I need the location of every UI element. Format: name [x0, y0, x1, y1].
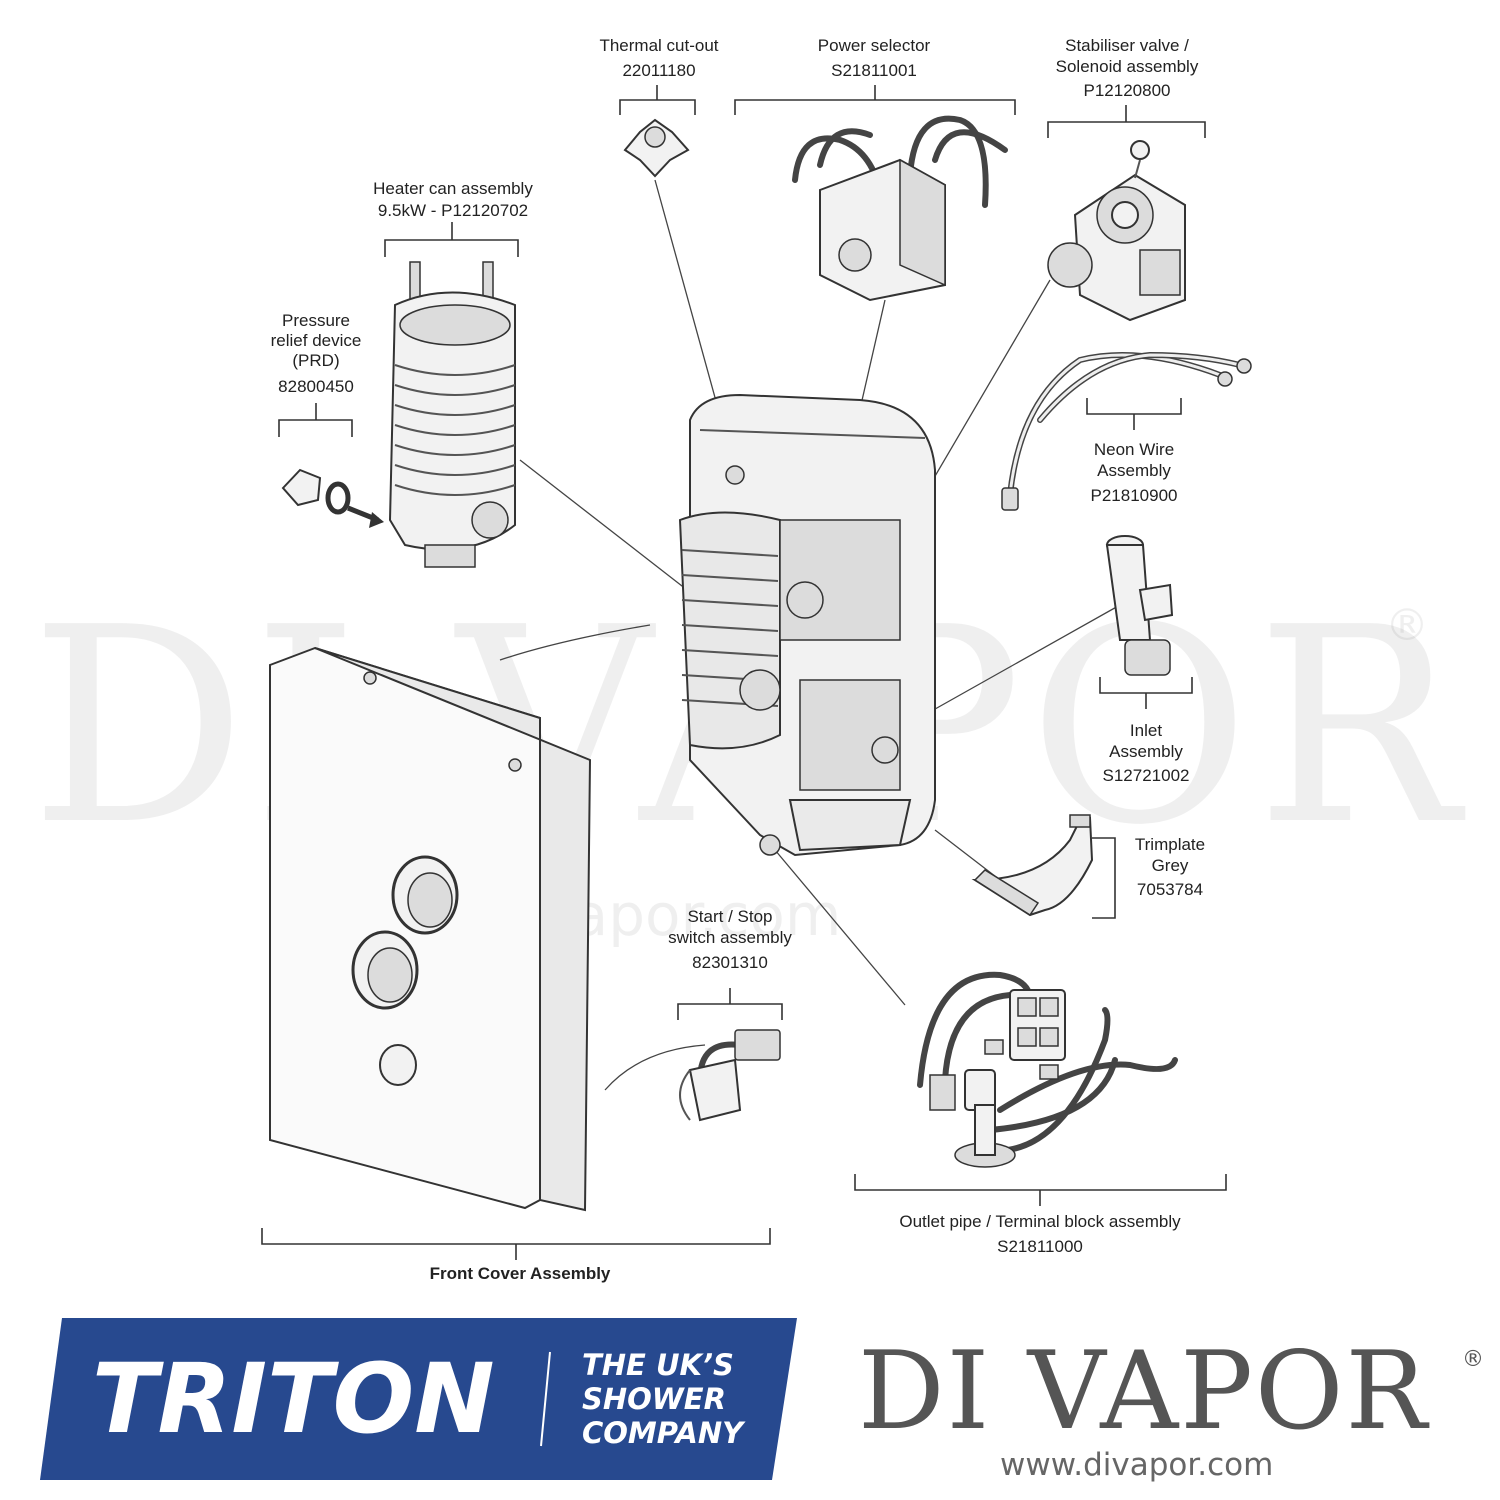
prd-name-line3: (PRD): [292, 351, 339, 370]
trimplate-name-line2: Grey: [1152, 856, 1189, 875]
divapor-url: www.divapor.com: [1000, 1447, 1273, 1483]
trimplate-part: [971, 814, 1094, 917]
trimplate-name-line1: Trimplate: [1135, 835, 1205, 854]
heater-can-name: Heater can assembly: [373, 179, 533, 198]
divapor-registered-mark: ®: [1462, 1347, 1484, 1372]
prd-part: [281, 468, 384, 528]
start-stop-switch-part: [679, 1029, 781, 1122]
neon-wire-part: [1001, 351, 1252, 511]
prd-name-line1: Pressure: [282, 311, 350, 330]
power-selector-code: S21811001: [831, 61, 917, 80]
inlet-name-line1: Inlet: [1130, 721, 1162, 740]
neon-wire-name-line1: Neon Wire: [1094, 440, 1174, 459]
triton-logo: TRITON THE UK’S SHOWER COMPANY: [40, 1318, 797, 1480]
stabiliser-name-line2: Solenoid assembly: [1056, 57, 1199, 76]
triton-wordmark: TRITON: [92, 1343, 495, 1455]
outlet-terminal-name: Outlet pipe / Terminal block assembly: [899, 1212, 1181, 1231]
triton-tagline-line1: THE UK’S: [582, 1348, 734, 1382]
watermark-reg: ®: [1385, 600, 1429, 651]
divapor-logo: DI VAPOR ® www.divapor.com: [858, 1329, 1484, 1483]
power-selector-name: Power selector: [818, 36, 931, 55]
prd-name-line2: relief device: [271, 331, 362, 350]
outlet-terminal-code: S21811000: [997, 1237, 1083, 1256]
heater-can-part: [388, 261, 516, 568]
stabiliser-valve-part: [1047, 140, 1186, 322]
inlet-code: S12721002: [1103, 766, 1190, 785]
heater-can-code: 9.5kW - P12120702: [378, 201, 528, 220]
prd-code: 82800450: [278, 377, 354, 396]
start-stop-code: 82301310: [692, 953, 768, 972]
outlet-terminal-part: [917, 971, 1178, 1168]
stabiliser-code: P12120800: [1084, 81, 1171, 100]
start-stop-name-line2: switch assembly: [668, 928, 792, 947]
stabiliser-name-line1: Stabiliser valve /: [1065, 36, 1189, 55]
thermal-cutout-name: Thermal cut-out: [599, 36, 718, 55]
inlet-name-line2: Assembly: [1109, 742, 1183, 761]
inlet-assembly-part: [1105, 535, 1174, 676]
thermal-cutout-code: 22011180: [622, 61, 695, 80]
power-selector-part: [792, 115, 1008, 302]
trimplate-code: 7053784: [1137, 880, 1203, 899]
divapor-wordmark: DI VAPOR: [858, 1329, 1429, 1454]
front-cover-name: Front Cover Assembly: [430, 1264, 611, 1283]
neon-wire-name-line2: Assembly: [1097, 461, 1171, 480]
triton-tagline-line2: SHOWER: [582, 1382, 726, 1416]
front-cover-part: [269, 646, 592, 1212]
thermal-cutout-part: [623, 118, 690, 178]
label-brackets: [261, 85, 1227, 1260]
triton-tagline-line3: COMPANY: [582, 1416, 746, 1450]
part-labels: Thermal cut-out 22011180 Power selector …: [271, 36, 1205, 1283]
start-stop-name-line1: Start / Stop: [687, 907, 772, 926]
neon-wire-code: P21810900: [1091, 486, 1178, 505]
main-unit-part: [678, 393, 936, 857]
